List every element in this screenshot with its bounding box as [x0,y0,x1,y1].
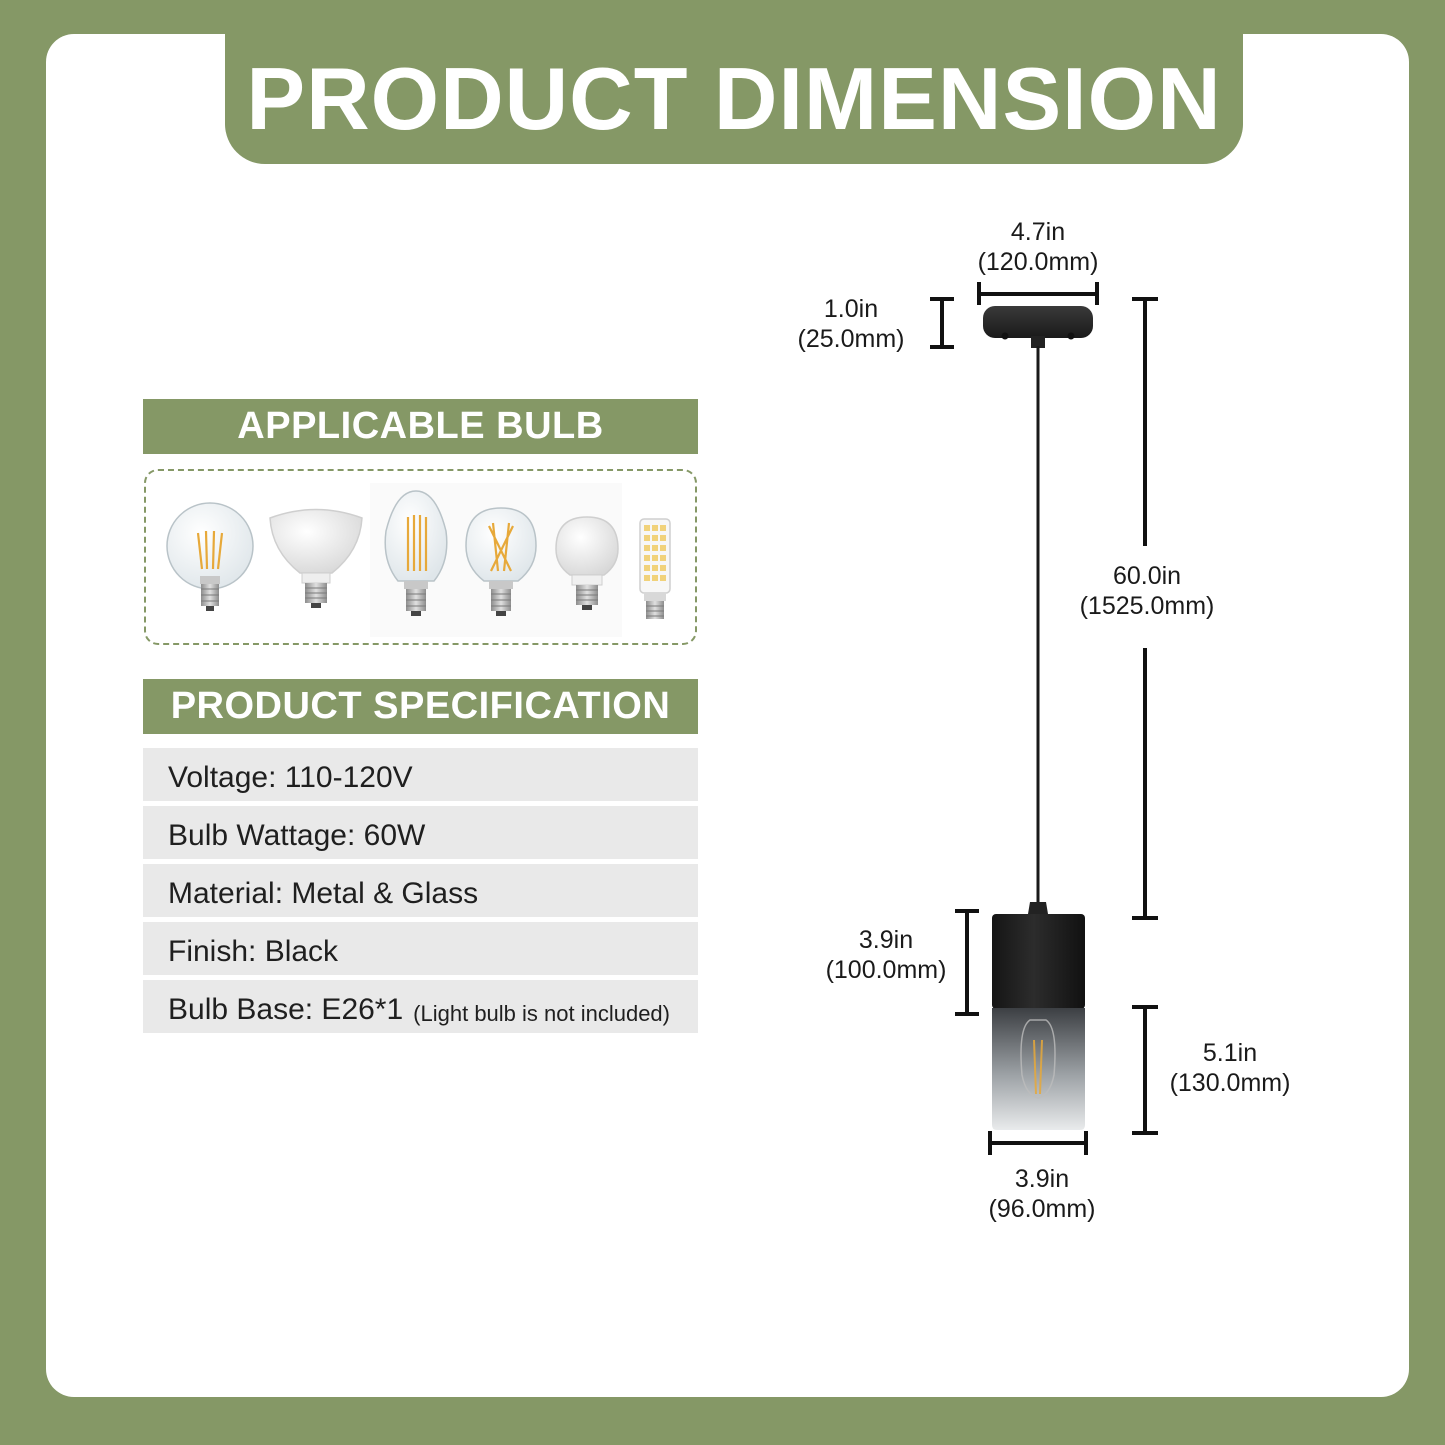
shade-width-label: 3.9in(96.0mm) [988,1165,1096,1223]
spec-label: Material: Metal & Glass [168,877,479,910]
glass-shade [992,1008,1085,1130]
spec-note: (Light bulb is not included) [413,1001,670,1026]
g-globe-filament-bulb-icon [166,502,254,611]
a19-led-bulb-icon [555,516,619,610]
spec-label: Bulb Wattage: 60W [168,819,426,852]
product-specification-header: PRODUCT SPECIFICATION [143,679,698,734]
applicable-bulb-panel [144,469,697,645]
spec-row-wattage: Bulb Wattage: 60W [143,806,698,859]
spec-row-material: Material: Metal & Glass [143,864,698,917]
corn-led-bulb-icon [639,518,671,619]
spec-label: Finish: Black [168,935,339,968]
spec-row-voltage: Voltage: 110-120V [143,748,698,801]
spec-label: Voltage: 110-120V [168,761,413,794]
cord-length-label: 60.0in(1525.0mm) [1079,562,1215,620]
br-flood-bulb-icon [269,508,363,608]
page-title: PRODUCT DIMENSION [246,49,1222,148]
canopy-height-marker [930,297,954,349]
canopy [983,306,1093,338]
spec-label: Bulb Base: E26*1 [168,993,404,1026]
canopy-width-label: 4.7in(120.0mm) [977,218,1099,276]
shade-width-marker [988,1131,1088,1155]
canopy-width-marker [977,282,1099,305]
a-filament-bulb-icon [465,507,537,616]
socket-height-marker [955,909,979,1016]
pendant-light-fixture [983,306,1093,1130]
shade-height-marker [1132,1005,1158,1135]
applicable-bulb-header: APPLICABLE BULB [143,399,698,454]
shade-height-label: 5.1in(130.0mm) [1169,1039,1291,1097]
socket-height-label: 3.9in(100.0mm) [825,926,947,984]
title-banner: PRODUCT DIMENSION [225,34,1243,164]
canopy-height-label: 1.0in(25.0mm) [797,295,905,353]
cord-length-marker [1132,297,1158,920]
spec-row-finish: Finish: Black [143,922,698,975]
socket-cup [992,914,1085,1009]
spec-row-bulb-base: Bulb Base: E26*1 (Light bulb is not incl… [143,980,698,1033]
